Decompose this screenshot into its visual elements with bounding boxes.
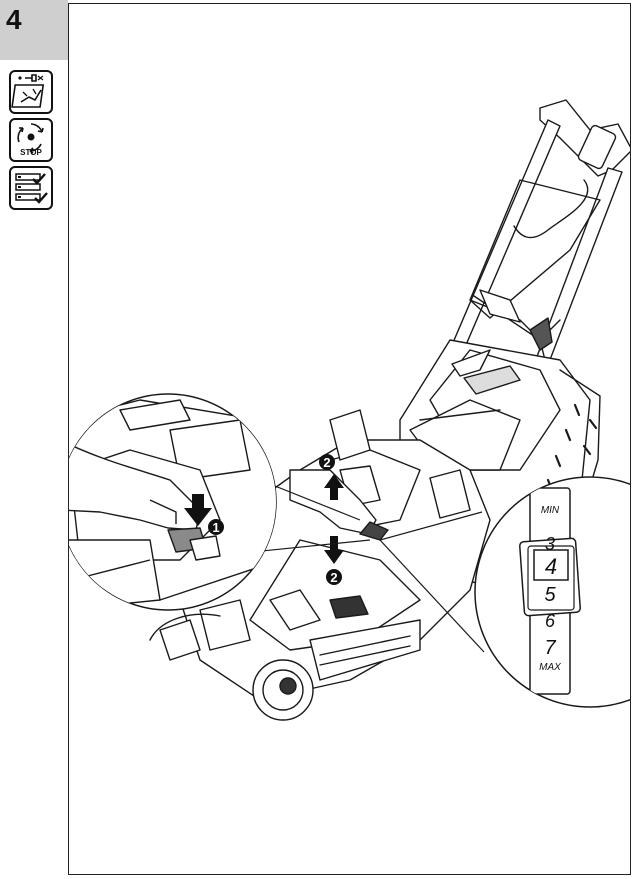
disconnect-power-icon (9, 70, 53, 114)
callout-2-down: 2 (330, 570, 337, 585)
scale-position-5: 5 (544, 584, 556, 606)
scale-position-7: 7 (544, 637, 556, 659)
checklist-icon (9, 166, 53, 210)
mower-illustration: 2 2 1 MIN 3 4 5 6 7 MAX (69, 99, 630, 721)
scale-position-3: 3 (545, 534, 555, 554)
stop-label: STOP (20, 148, 42, 157)
scale-max-label: MAX (539, 662, 561, 673)
step-number: 4 (6, 4, 22, 35)
scale-position-4-selected: 4 (545, 554, 557, 579)
callout-2-up: 2 (323, 455, 330, 470)
step-tab: 4 (0, 0, 68, 60)
scale-min-label: MIN (541, 505, 560, 516)
stop-rotation-icon: STOP (9, 118, 53, 162)
scale-position-6: 6 (545, 611, 556, 631)
callout-1: 1 (212, 520, 219, 535)
